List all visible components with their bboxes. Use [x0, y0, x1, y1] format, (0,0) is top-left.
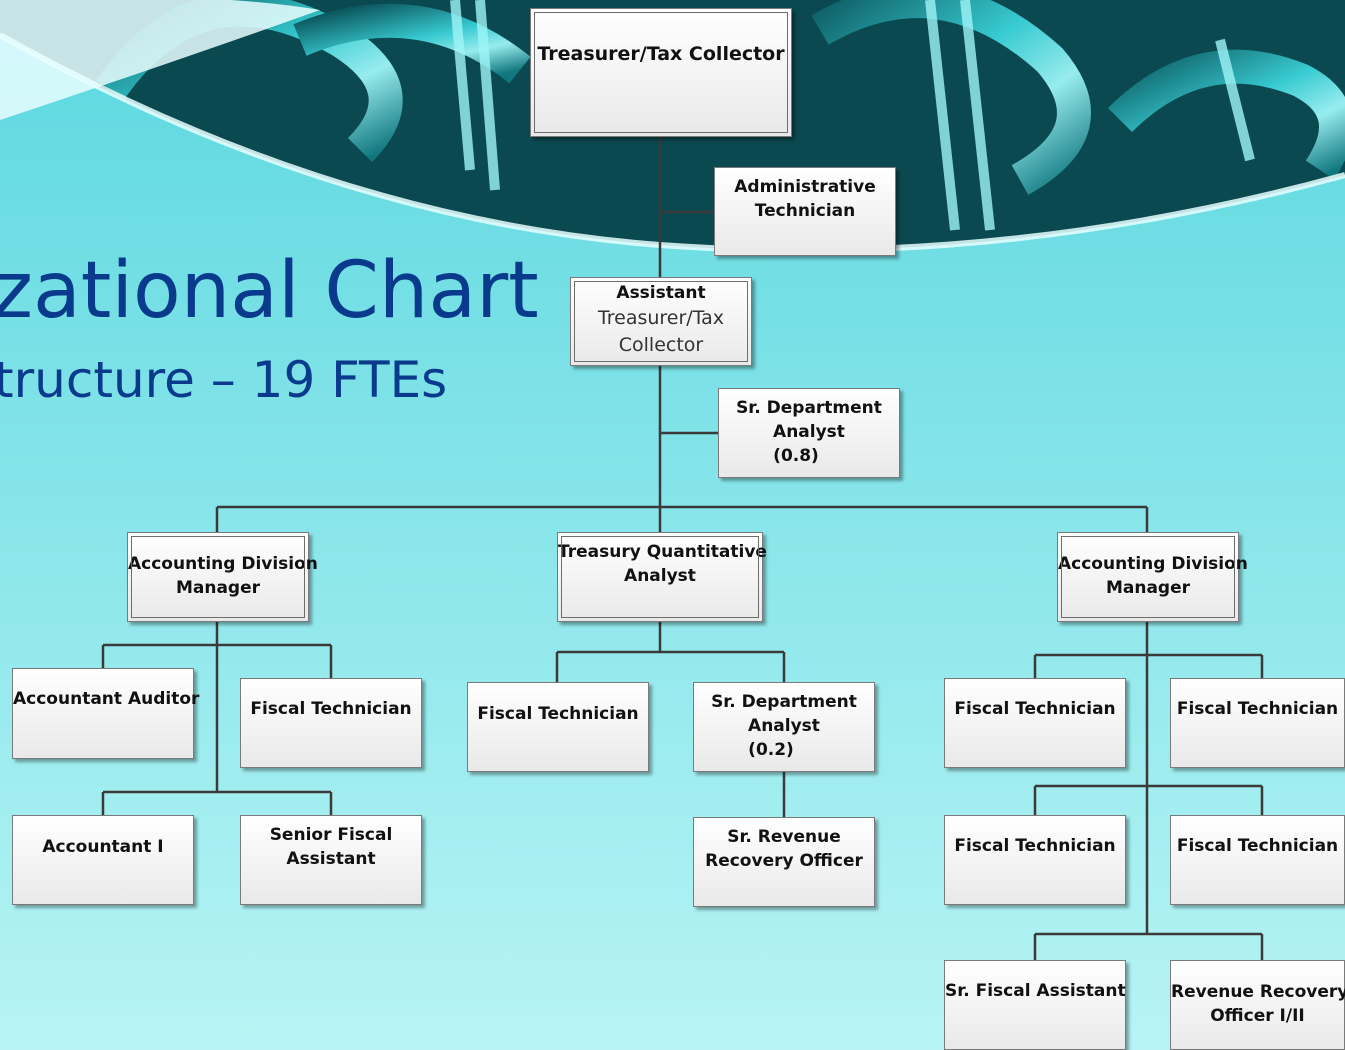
- org-box-assistant-treasurer: Assistant Treasurer/Tax Collector: [570, 277, 752, 366]
- org-box-label: Accountant Auditor: [13, 689, 200, 709]
- org-box-label: Treasury Quantitative: [558, 542, 767, 562]
- org-box-revenue-recovery-officer: Revenue Recovery Officer I/II: [1170, 960, 1345, 1050]
- org-box-sr-revenue-recovery-officer: Sr. Revenue Recovery Officer: [693, 817, 875, 907]
- org-box-label: Manager: [175, 578, 261, 598]
- org-box-fiscal-technician-center: Fiscal Technician: [467, 682, 649, 772]
- slide-subtitle: tructure – 19 FTEs: [0, 351, 448, 409]
- org-box-senior-fiscal-assistant: Senior Fiscal Assistant: [240, 815, 422, 905]
- org-box-label: Analyst: [624, 566, 696, 586]
- org-box-label: Assistant: [616, 283, 706, 303]
- org-box-label: Analyst: [748, 716, 820, 736]
- org-box-label: Revenue Recovery: [1171, 982, 1345, 1002]
- org-box-label: Treasurer/Tax: [597, 307, 725, 329]
- org-box-label: (0.2): [748, 740, 794, 760]
- org-box-fiscal-technician-right-1: Fiscal Technician: [944, 678, 1126, 768]
- org-box-accountant-auditor: Accountant Auditor: [12, 668, 200, 759]
- org-box-label: Accounting Division: [128, 554, 318, 574]
- org-box-administrative-technician: Administrative Technician: [714, 167, 896, 256]
- org-box-label: Accountant I: [42, 837, 164, 857]
- org-box-label: Assistant: [286, 849, 376, 869]
- org-box-label: Fiscal Technician: [954, 699, 1116, 719]
- org-box-label: Manager: [1105, 578, 1191, 598]
- org-box-treasurer: Treasurer/Tax Collector: [530, 8, 792, 137]
- org-box-sr-fiscal-assistant: Sr. Fiscal Assistant: [944, 960, 1126, 1050]
- org-box-label: Fiscal Technician: [477, 704, 639, 724]
- org-box-accountant-i: Accountant I: [12, 815, 194, 905]
- org-box-label: Technician: [754, 201, 856, 221]
- org-box-label: Sr. Revenue: [727, 827, 841, 847]
- org-box-label: (0.8): [773, 446, 819, 466]
- org-box-label: Sr. Fiscal Assistant: [945, 981, 1126, 1001]
- org-box-label: Recovery Officer: [705, 851, 863, 871]
- org-box-label: Collector: [618, 334, 704, 356]
- org-box-label: Sr. Department: [736, 398, 882, 418]
- org-box-label: Fiscal Technician: [1176, 836, 1339, 856]
- org-box-sr-department-analyst-02: Sr. Department Analyst (0.2): [693, 682, 875, 772]
- org-box-treasury-quantitative-analyst: Treasury Quantitative Analyst: [557, 532, 767, 622]
- org-box-label: Senior Fiscal: [269, 825, 393, 845]
- org-box-fiscal-technician-right-4: Fiscal Technician: [1170, 815, 1345, 905]
- org-box-fiscal-technician-right-2: Fiscal Technician: [1170, 678, 1345, 768]
- org-box-label: Officer I/II: [1210, 1006, 1305, 1026]
- org-box-label: Fiscal Technician: [1176, 699, 1339, 719]
- org-box-label: Accounting Division: [1058, 554, 1248, 574]
- org-box-label: Sr. Department: [711, 692, 857, 712]
- org-box-label: Fiscal Technician: [954, 836, 1116, 856]
- org-box-fiscal-technician-left: Fiscal Technician: [240, 678, 422, 768]
- org-box-sr-department-analyst-08: Sr. Department Analyst (0.8): [718, 388, 900, 478]
- org-box-accounting-division-manager-right: Accounting Division Manager: [1057, 532, 1248, 622]
- org-box-label: Administrative: [734, 177, 876, 197]
- org-box-label: Fiscal Technician: [250, 699, 412, 719]
- slide-title: zational Chart: [0, 246, 539, 336]
- org-box-label: Treasurer/Tax Collector: [537, 43, 785, 65]
- org-box-label: Analyst: [773, 422, 845, 442]
- org-box-fiscal-technician-right-3: Fiscal Technician: [944, 815, 1126, 905]
- org-box-accounting-division-manager-left: Accounting Division Manager: [127, 532, 318, 622]
